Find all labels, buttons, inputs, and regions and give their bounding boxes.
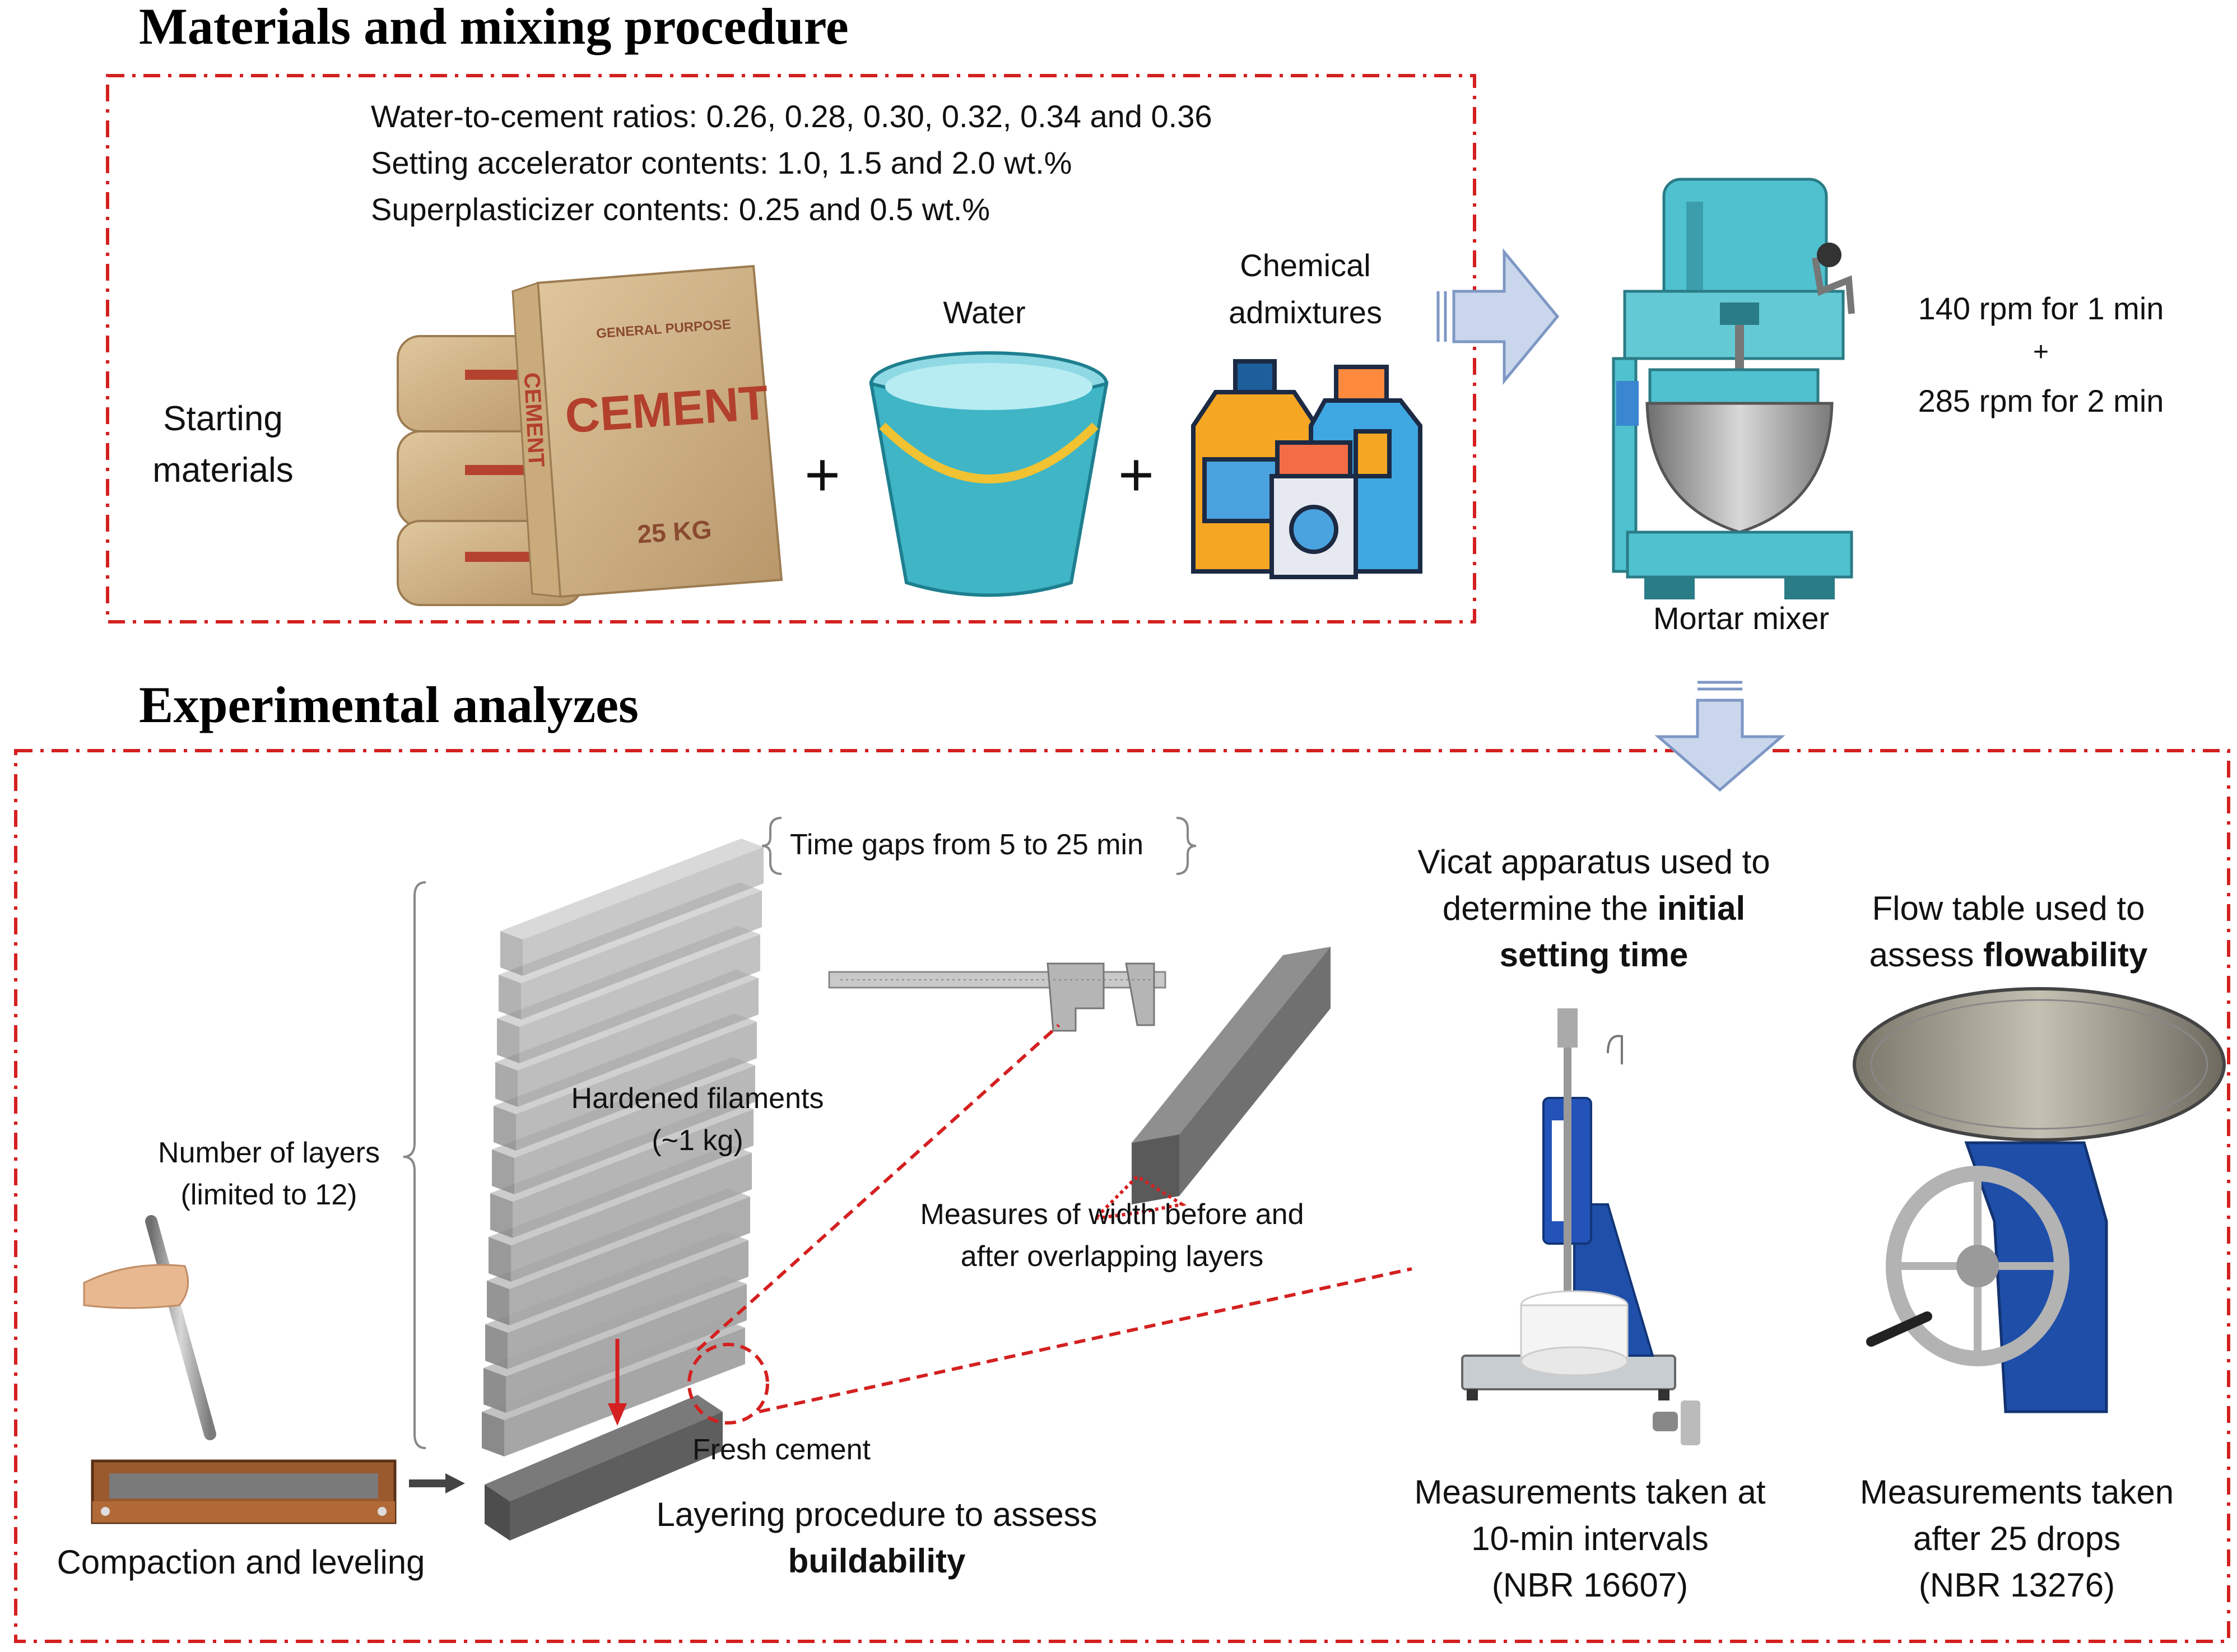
time-gaps-label: Time gaps from 5 to 25 min <box>790 829 1143 861</box>
filament-layer <box>500 839 764 976</box>
fresh-filament <box>485 1395 723 1541</box>
chemical-bottles-icon <box>1191 359 1422 579</box>
hardened-filament-stack <box>482 839 764 1456</box>
width-measure-label-1: Measures of width before and <box>920 1198 1304 1231</box>
starting-materials-label-1: Starting <box>163 399 283 438</box>
flow-measure-2: after 25 drops <box>1913 1520 2121 1557</box>
water-bucket-icon <box>869 351 1109 597</box>
link-to-caliper <box>696 1023 1061 1352</box>
arrow-down-icon <box>1654 681 1785 792</box>
placement-arrow-icon <box>608 1339 627 1426</box>
tamping-rod-illustration <box>83 1215 216 1440</box>
flow-table-label-2: assess flowability <box>1869 933 2148 977</box>
mixer-speed-1: 140 rpm for 1 min <box>1918 291 2164 326</box>
starting-materials-label-2: materials <box>152 451 294 490</box>
vicat-measure-3: (NBR 16607) <box>1491 1566 1689 1604</box>
param-superplasticizer: Superplasticizer contents: 0.25 and 0.5 … <box>371 192 990 227</box>
hardened-filaments-label-2: (~1 kg) <box>652 1124 743 1157</box>
materials-section-border <box>106 74 1476 623</box>
fresh-cement-highlight <box>687 1343 769 1425</box>
link-to-vicat <box>759 1267 1412 1413</box>
mixer-speed-plus: + <box>2033 337 2049 367</box>
vicat-label-2: determine the initial <box>1443 887 1745 930</box>
compaction-label: Compaction and leveling <box>57 1543 425 1581</box>
flow-table-label-2a: assess <box>1869 936 1984 974</box>
vicat-measure-1: Measurements taken at <box>1414 1473 1766 1511</box>
layering-label-2: buildability <box>788 1542 966 1580</box>
hardened-filaments-label-1: Hardened filaments <box>571 1082 824 1115</box>
flow-measure-1: Measurements taken <box>1859 1473 2174 1511</box>
width-indicator-icon <box>1090 1174 1187 1221</box>
mortar-mixer-illustration <box>1612 178 1855 599</box>
arrow-to-mixer-icon <box>1436 248 1560 385</box>
compaction-arrow-icon <box>409 1473 465 1493</box>
section-title-experimental: Experimental analyzes <box>139 676 639 733</box>
vicat-label-2a: determine the <box>1442 890 1658 927</box>
vicat-label-3: setting time <box>1499 936 1689 974</box>
water-label: Water <box>943 295 1026 330</box>
flow-table-label-2b: flowability <box>1983 936 2148 974</box>
wooden-mold-illustration <box>91 1459 397 1524</box>
param-wc-ratios: Water-to-cement ratios: 0.26, 0.28, 0.30… <box>371 99 1212 134</box>
mortar-mixer-label: Mortar mixer <box>1653 601 1830 636</box>
width-measure-label-2: after overlapping layers <box>960 1240 1264 1273</box>
vicat-measure-2: 10-min intervals <box>1471 1520 1709 1557</box>
flow-measure-3: (NBR 13276) <box>1918 1566 2115 1604</box>
section-title-materials: Materials and mixing procedure <box>139 0 849 55</box>
flow-table-illustration <box>1853 987 2226 1413</box>
layering-label-1: Layering procedure to assess <box>656 1496 1097 1533</box>
param-accelerator: Setting accelerator contents: 1.0, 1.5 a… <box>371 145 1072 180</box>
flow-table-label-1: Flow table used to <box>1872 890 2145 927</box>
experimental-section-border <box>14 749 2230 1643</box>
mixer-speed-2: 285 rpm for 2 min <box>1918 383 2164 418</box>
chemical-admixtures-label-1: Chemical <box>1240 248 1371 283</box>
measured-filament <box>1132 947 1331 1204</box>
number-of-layers-label-1: Number of layers <box>158 1137 380 1169</box>
caliper-illustration <box>828 962 1166 1032</box>
plus-sign-2: + <box>1118 440 1154 509</box>
plus-sign-1: + <box>804 440 840 509</box>
fresh-cement-label: Fresh cement <box>692 1434 871 1466</box>
bag-line-3: 25 KG <box>636 514 713 548</box>
time-gap-brace-icon <box>761 817 782 875</box>
vicat-label-2b: initial <box>1657 890 1746 927</box>
vicat-apparatus-illustration <box>1461 1008 1700 1445</box>
layers-brace-icon <box>403 881 426 1449</box>
number-of-layers-label-2: (limited to 12) <box>180 1179 357 1211</box>
time-gap-brace-icon-right <box>1176 817 1197 875</box>
bag-side-text: CEMENT <box>519 372 549 468</box>
cement-bags-illustration: GENERAL PURPOSE CEMENT 25 KG CEMENT <box>397 264 783 606</box>
chemical-admixtures-label-2: admixtures <box>1229 295 1382 330</box>
vicat-label-1: Vicat apparatus used to <box>1417 843 1770 881</box>
